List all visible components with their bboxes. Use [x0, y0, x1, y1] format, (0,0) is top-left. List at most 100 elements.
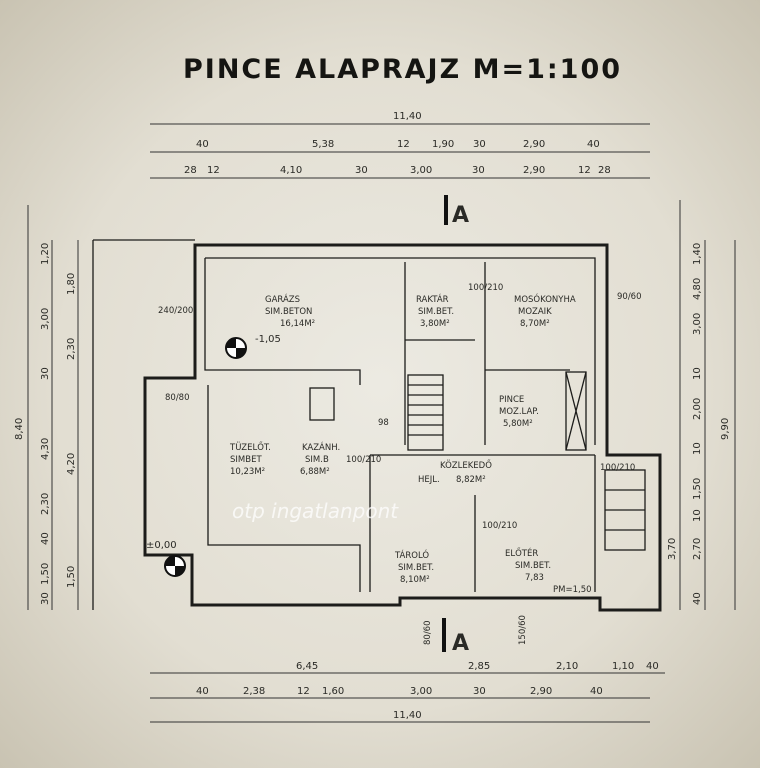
dimension-label: 90/60: [617, 292, 642, 302]
dimension-label: SIM.B: [305, 455, 329, 465]
dimension-label: 30: [355, 165, 368, 176]
dimension-label: 2,70: [692, 538, 703, 560]
dimension-label: 3,00: [692, 313, 703, 335]
dimension-label: 1,50: [692, 478, 703, 500]
level-marker-outside: ±0,00: [146, 540, 186, 577]
dimension-label: 1,60: [322, 686, 344, 697]
dimension-label: 2,30: [40, 493, 51, 515]
dimension-label: 28: [598, 165, 611, 176]
dimension-label: 3,00: [410, 686, 432, 697]
dimension-label: 4,20: [66, 453, 77, 475]
section-marker-bottom: A: [442, 618, 469, 656]
dimension-label: 2,38: [243, 686, 265, 697]
dimension-label: 1,50: [66, 566, 77, 588]
dimension-label: ELŐTÉR: [505, 547, 538, 559]
dimension-label: MOZAIK: [518, 307, 552, 317]
dimension-label: 12: [297, 686, 310, 697]
dimension-label: 1,10: [612, 661, 634, 672]
dimension-label: 2,85: [468, 661, 490, 672]
room-fuel-storage: TÜZELŐT. SIMBET 10,23M²: [229, 442, 271, 477]
dimension-label: 4,80: [692, 278, 703, 300]
dimension-label: 98: [378, 418, 389, 428]
dimension-label: 7,83: [525, 573, 544, 583]
dimension-label: 1,40: [692, 243, 703, 265]
dimension-label: 150/60: [518, 615, 528, 645]
dimension-label: 11,40: [393, 710, 422, 721]
dimension-label: A: [452, 203, 469, 228]
level-marker-garage: -1,05: [225, 334, 281, 359]
dimension-label: 6,88M²: [300, 467, 330, 477]
dimension-label: SIM.BET.: [515, 561, 551, 571]
dimension-label: ±0,00: [146, 540, 177, 551]
dimension-label: 11,40: [393, 111, 422, 122]
plan-title: PINCE ALAPRAJZ M=1:100: [183, 54, 622, 85]
dimension-label: 2,30: [66, 338, 77, 360]
dimension-label: 40: [587, 139, 600, 150]
dimension-label: 40: [196, 139, 209, 150]
dimension-label: 100/210: [482, 521, 517, 531]
dimension-label: 1,50: [40, 563, 51, 585]
dimension-label: 2,10: [556, 661, 578, 672]
dimension-label: 2,90: [530, 686, 552, 697]
boiler: [309, 387, 335, 421]
dimension-label: 40: [646, 661, 659, 672]
dimension-label: 3,00: [40, 308, 51, 330]
opening-labels: 240/200 80/80 100/210 100/210 100/210 10…: [158, 283, 642, 645]
dimension-label: 80/60: [423, 621, 433, 646]
room-store: TÁROLÓ SIM.BET. 8,10M²: [394, 549, 434, 585]
dimension-label: PINCE: [499, 395, 524, 405]
dimension-label: 30: [40, 592, 51, 605]
dimension-label: 30: [473, 139, 486, 150]
dimension-label: 5,80M²: [503, 419, 533, 429]
dimension-label: 40: [692, 592, 703, 605]
dimension-label: 4,10: [280, 165, 302, 176]
dimension-label: 4,30: [40, 438, 51, 460]
room-laundry: MOSÓKONYHA MOZAIK 8,70M²: [514, 293, 576, 329]
dimension-label: TÜZELŐT.: [229, 442, 271, 453]
dimension-label: 2,00: [692, 398, 703, 420]
dimension-label: 8,10M²: [400, 575, 430, 585]
dimension-label: SIM.BET.: [398, 563, 434, 573]
dimension-label: 240/200: [158, 306, 193, 316]
dimension-label: 100/210: [468, 283, 503, 293]
dimension-label: 12: [578, 165, 591, 176]
dimension-label: 10: [692, 367, 703, 380]
dimension-label: 5,38: [312, 139, 334, 150]
dimension-label: 16,14M²: [280, 319, 315, 329]
dimension-label: 30: [472, 165, 485, 176]
dimension-label: 9,90: [720, 418, 731, 440]
dimension-label: KAZÁNH.: [302, 441, 340, 453]
dimension-label: 12: [207, 165, 220, 176]
room-cellar: PINCE MOZ.LAP. 5,80M²: [499, 395, 539, 429]
dimension-label: 3,80M²: [420, 319, 450, 329]
dimension-label: 40: [40, 532, 51, 545]
room-entrance-hall: ELŐTÉR SIM.BET. 7,83: [505, 547, 551, 583]
dimension-label: SIMBET: [230, 455, 262, 465]
room-storage: RAKTÁR SIM.BET. 3,80M²: [416, 293, 454, 329]
dimension-label: GARÁZS: [265, 293, 300, 305]
dimension-label: RAKTÁR: [416, 293, 449, 305]
section-marker-top: A: [444, 195, 469, 228]
dimension-label: 8,40: [14, 418, 25, 440]
dimension-label: 100/210: [600, 463, 635, 473]
dimension-label: MOSÓKONYHA: [514, 293, 576, 305]
dimension-label: 28: [184, 165, 197, 176]
dimension-label: 80/80: [165, 393, 190, 403]
dimension-label: 1,80: [66, 273, 77, 295]
dimension-label: 40: [590, 686, 603, 697]
dimension-label: 8,70M²: [520, 319, 550, 329]
shaft: [565, 371, 587, 451]
walls: [92, 239, 662, 612]
dimension-label: A: [452, 631, 469, 656]
dimension-label: 1,90: [432, 139, 454, 150]
room-garage: GARÁZS SIM.BETON 16,14M²: [265, 293, 315, 329]
dimension-label: KÖZLEKEDŐ: [440, 460, 492, 471]
dimension-label: 3,00: [410, 165, 432, 176]
dimension-label: 10: [692, 509, 703, 522]
dimension-label: 40: [196, 686, 209, 697]
dimension-label: 3,70: [667, 538, 678, 560]
dimension-label: 1,20: [40, 243, 51, 265]
dimension-label: TÁROLÓ: [394, 549, 429, 561]
